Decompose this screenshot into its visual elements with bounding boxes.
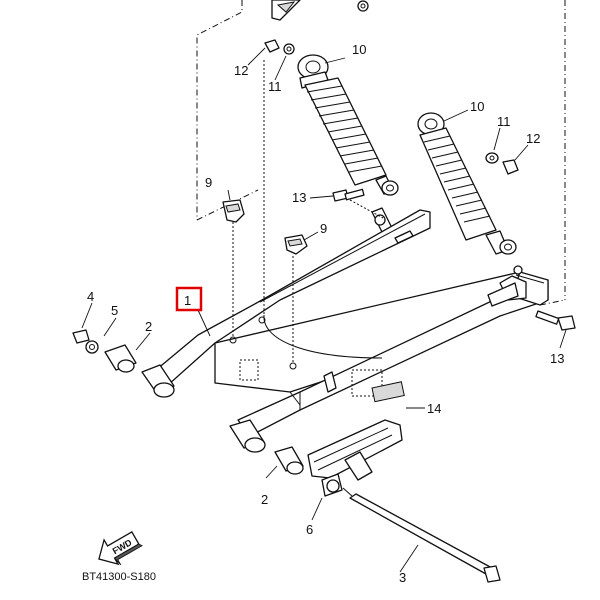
callout-12-left[interactable]: 12 — [234, 63, 248, 78]
upper-bracket-part — [271, 0, 369, 21]
callout-2-right[interactable]: 2 — [261, 492, 268, 507]
callout-labels: 1 2 2 3 4 5 6 9 9 10 10 11 11 12 12 13 1… — [87, 42, 564, 585]
callout-9-lower[interactable]: 9 — [320, 221, 327, 236]
mounting-guide-lines — [232, 60, 384, 364]
callout-10-right[interactable]: 10 — [470, 99, 484, 114]
callout-1[interactable]: 1 — [184, 293, 191, 308]
callout-14[interactable]: 14 — [427, 401, 441, 416]
callout-9-upper[interactable]: 9 — [205, 175, 212, 190]
callout-3[interactable]: 3 — [399, 570, 406, 585]
callout-2-left[interactable]: 2 — [145, 319, 152, 334]
fasteners — [72, 39, 576, 354]
leader-lines — [81, 47, 567, 573]
callout-5[interactable]: 5 — [111, 303, 118, 318]
callout-11-left[interactable]: 11 — [268, 79, 282, 94]
pivot-collar-right — [229, 419, 266, 453]
callout-13-upper[interactable]: 13 — [292, 190, 306, 205]
callout-6[interactable]: 6 — [306, 522, 313, 537]
callout-11-right[interactable]: 11 — [497, 114, 511, 129]
bushing-2-right — [274, 446, 304, 475]
rear-arm-body — [149, 209, 549, 437]
collar-9-upper — [222, 199, 245, 223]
frame-lines — [196, 0, 566, 306]
chain-guide — [307, 381, 405, 497]
bushing-2-left — [104, 344, 137, 373]
diagram-code: BT41300-S180 — [82, 571, 156, 583]
callout-12-right[interactable]: 12 — [526, 131, 540, 146]
rear-shock-absorber-left — [297, 54, 399, 233]
pivot-shaft — [342, 487, 501, 583]
callout-4[interactable]: 4 — [87, 289, 94, 304]
callout-13-lower[interactable]: 13 — [550, 351, 564, 366]
callout-10-left[interactable]: 10 — [352, 42, 366, 57]
rear-shock-absorber-right — [417, 112, 517, 255]
highlight-box — [175, 286, 203, 312]
collar-9-lower — [284, 234, 308, 255]
pivot-collar-left — [141, 364, 175, 398]
forward-arrow-icon: FWD — [98, 531, 143, 566]
